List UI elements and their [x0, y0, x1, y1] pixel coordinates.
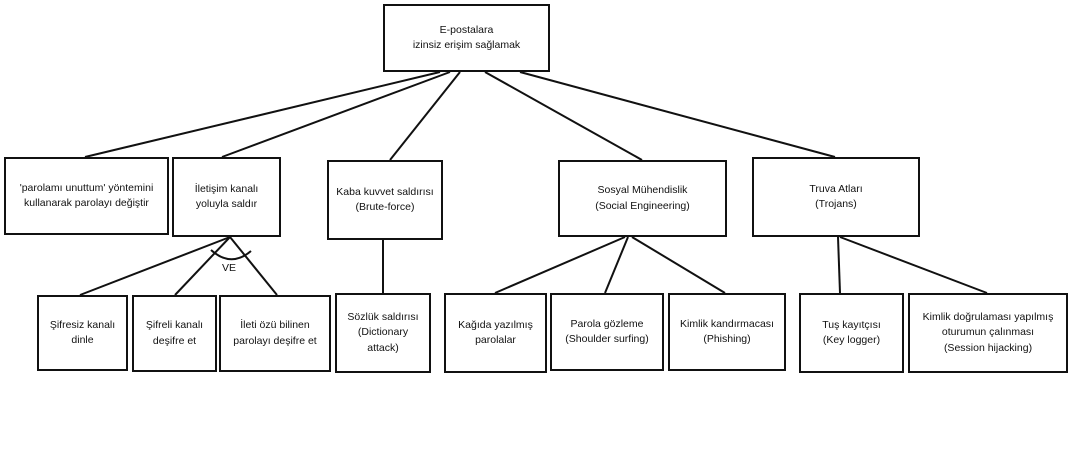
edge-comm-listen	[79, 236, 231, 296]
node-social-engineering: Sosyal Mühendislik (Social Engineering)	[558, 160, 727, 237]
node-trojans: Truva Atları (Trojans)	[752, 157, 920, 237]
edge-social-written	[494, 236, 626, 294]
edge-comm-digest	[229, 236, 278, 296]
edge-trojans-session	[839, 236, 988, 294]
node-shoulder-surfing: Parola gözleme (Shoulder surfing)	[550, 293, 664, 371]
node-key-logger-label: Tuş kayıtçısı (Key logger)	[822, 318, 881, 346]
edge-root-brute-force	[389, 71, 461, 161]
edge-social-shoulder	[604, 236, 629, 294]
node-comm-channel: İletişim kanalı yoluyla saldır	[172, 157, 281, 237]
node-phishing-label: Kimlik kandırmacası (Phishing)	[680, 317, 774, 345]
edge-comm-encrypted	[174, 236, 231, 296]
edge-root-trojans	[519, 71, 836, 158]
and-label: VE	[222, 262, 237, 274]
edge-root-forgot-password	[84, 71, 441, 158]
node-forgot-password: 'parolamı unuttum' yöntemini kullanarak …	[4, 157, 169, 235]
node-brute-force-label: Kaba kuvvet saldırısı (Brute-force)	[336, 185, 434, 213]
node-shoulder-surfing-label: Parola gözleme (Shoulder surfing)	[565, 317, 649, 345]
node-written-passwords: Kağıda yazılmış parolalar	[444, 293, 547, 373]
node-comm-channel-label: İletişim kanalı yoluyla saldır	[194, 182, 259, 210]
node-decrypt-encrypted: Şifreli kanalı deşifre et	[132, 295, 217, 372]
node-decrypt-known-digest-label: İleti özü bilinen parolayı deşifre et	[233, 319, 317, 347]
node-session-hijacking-label: Kimlik doğrulaması yapılmış oturumun çal…	[922, 311, 1054, 354]
node-dictionary-attack-label: Sözlük saldırısı (Dictionary attack)	[347, 311, 419, 354]
node-social-engineering-label: Sosyal Mühendislik (Social Engineering)	[595, 184, 690, 212]
node-session-hijacking: Kimlik doğrulaması yapılmış oturumun çal…	[908, 293, 1068, 373]
node-brute-force: Kaba kuvvet saldırısı (Brute-force)	[327, 160, 443, 240]
node-dictionary-attack: Sözlük saldırısı (Dictionary attack)	[335, 293, 431, 373]
node-decrypt-known-digest: İleti özü bilinen parolayı deşifre et	[219, 295, 331, 372]
edge-root-social-engineering	[484, 71, 643, 161]
node-listen-unencrypted-label: Şifresiz kanalı dinle	[49, 318, 116, 346]
edge-trojans-keylogger	[837, 236, 841, 294]
node-trojans-label: Truva Atları (Trojans)	[809, 182, 863, 210]
edge-social-phishing	[631, 236, 726, 294]
node-root-label: E-postalara izinsiz erişim sağlamak	[412, 23, 521, 51]
edge-root-comm-channel	[221, 71, 451, 158]
node-key-logger: Tuş kayıtçısı (Key logger)	[799, 293, 904, 373]
node-root: E-postalara izinsiz erişim sağlamak	[383, 4, 550, 72]
and-arc	[210, 249, 252, 261]
node-forgot-password-label: 'parolamı unuttum' yöntemini kullanarak …	[19, 181, 154, 209]
node-listen-unencrypted: Şifresiz kanalı dinle	[37, 295, 128, 371]
node-written-passwords-label: Kağıda yazılmış parolalar	[458, 318, 533, 346]
node-decrypt-encrypted-label: Şifreli kanalı deşifre et	[145, 319, 204, 347]
node-phishing: Kimlik kandırmacası (Phishing)	[668, 293, 786, 371]
